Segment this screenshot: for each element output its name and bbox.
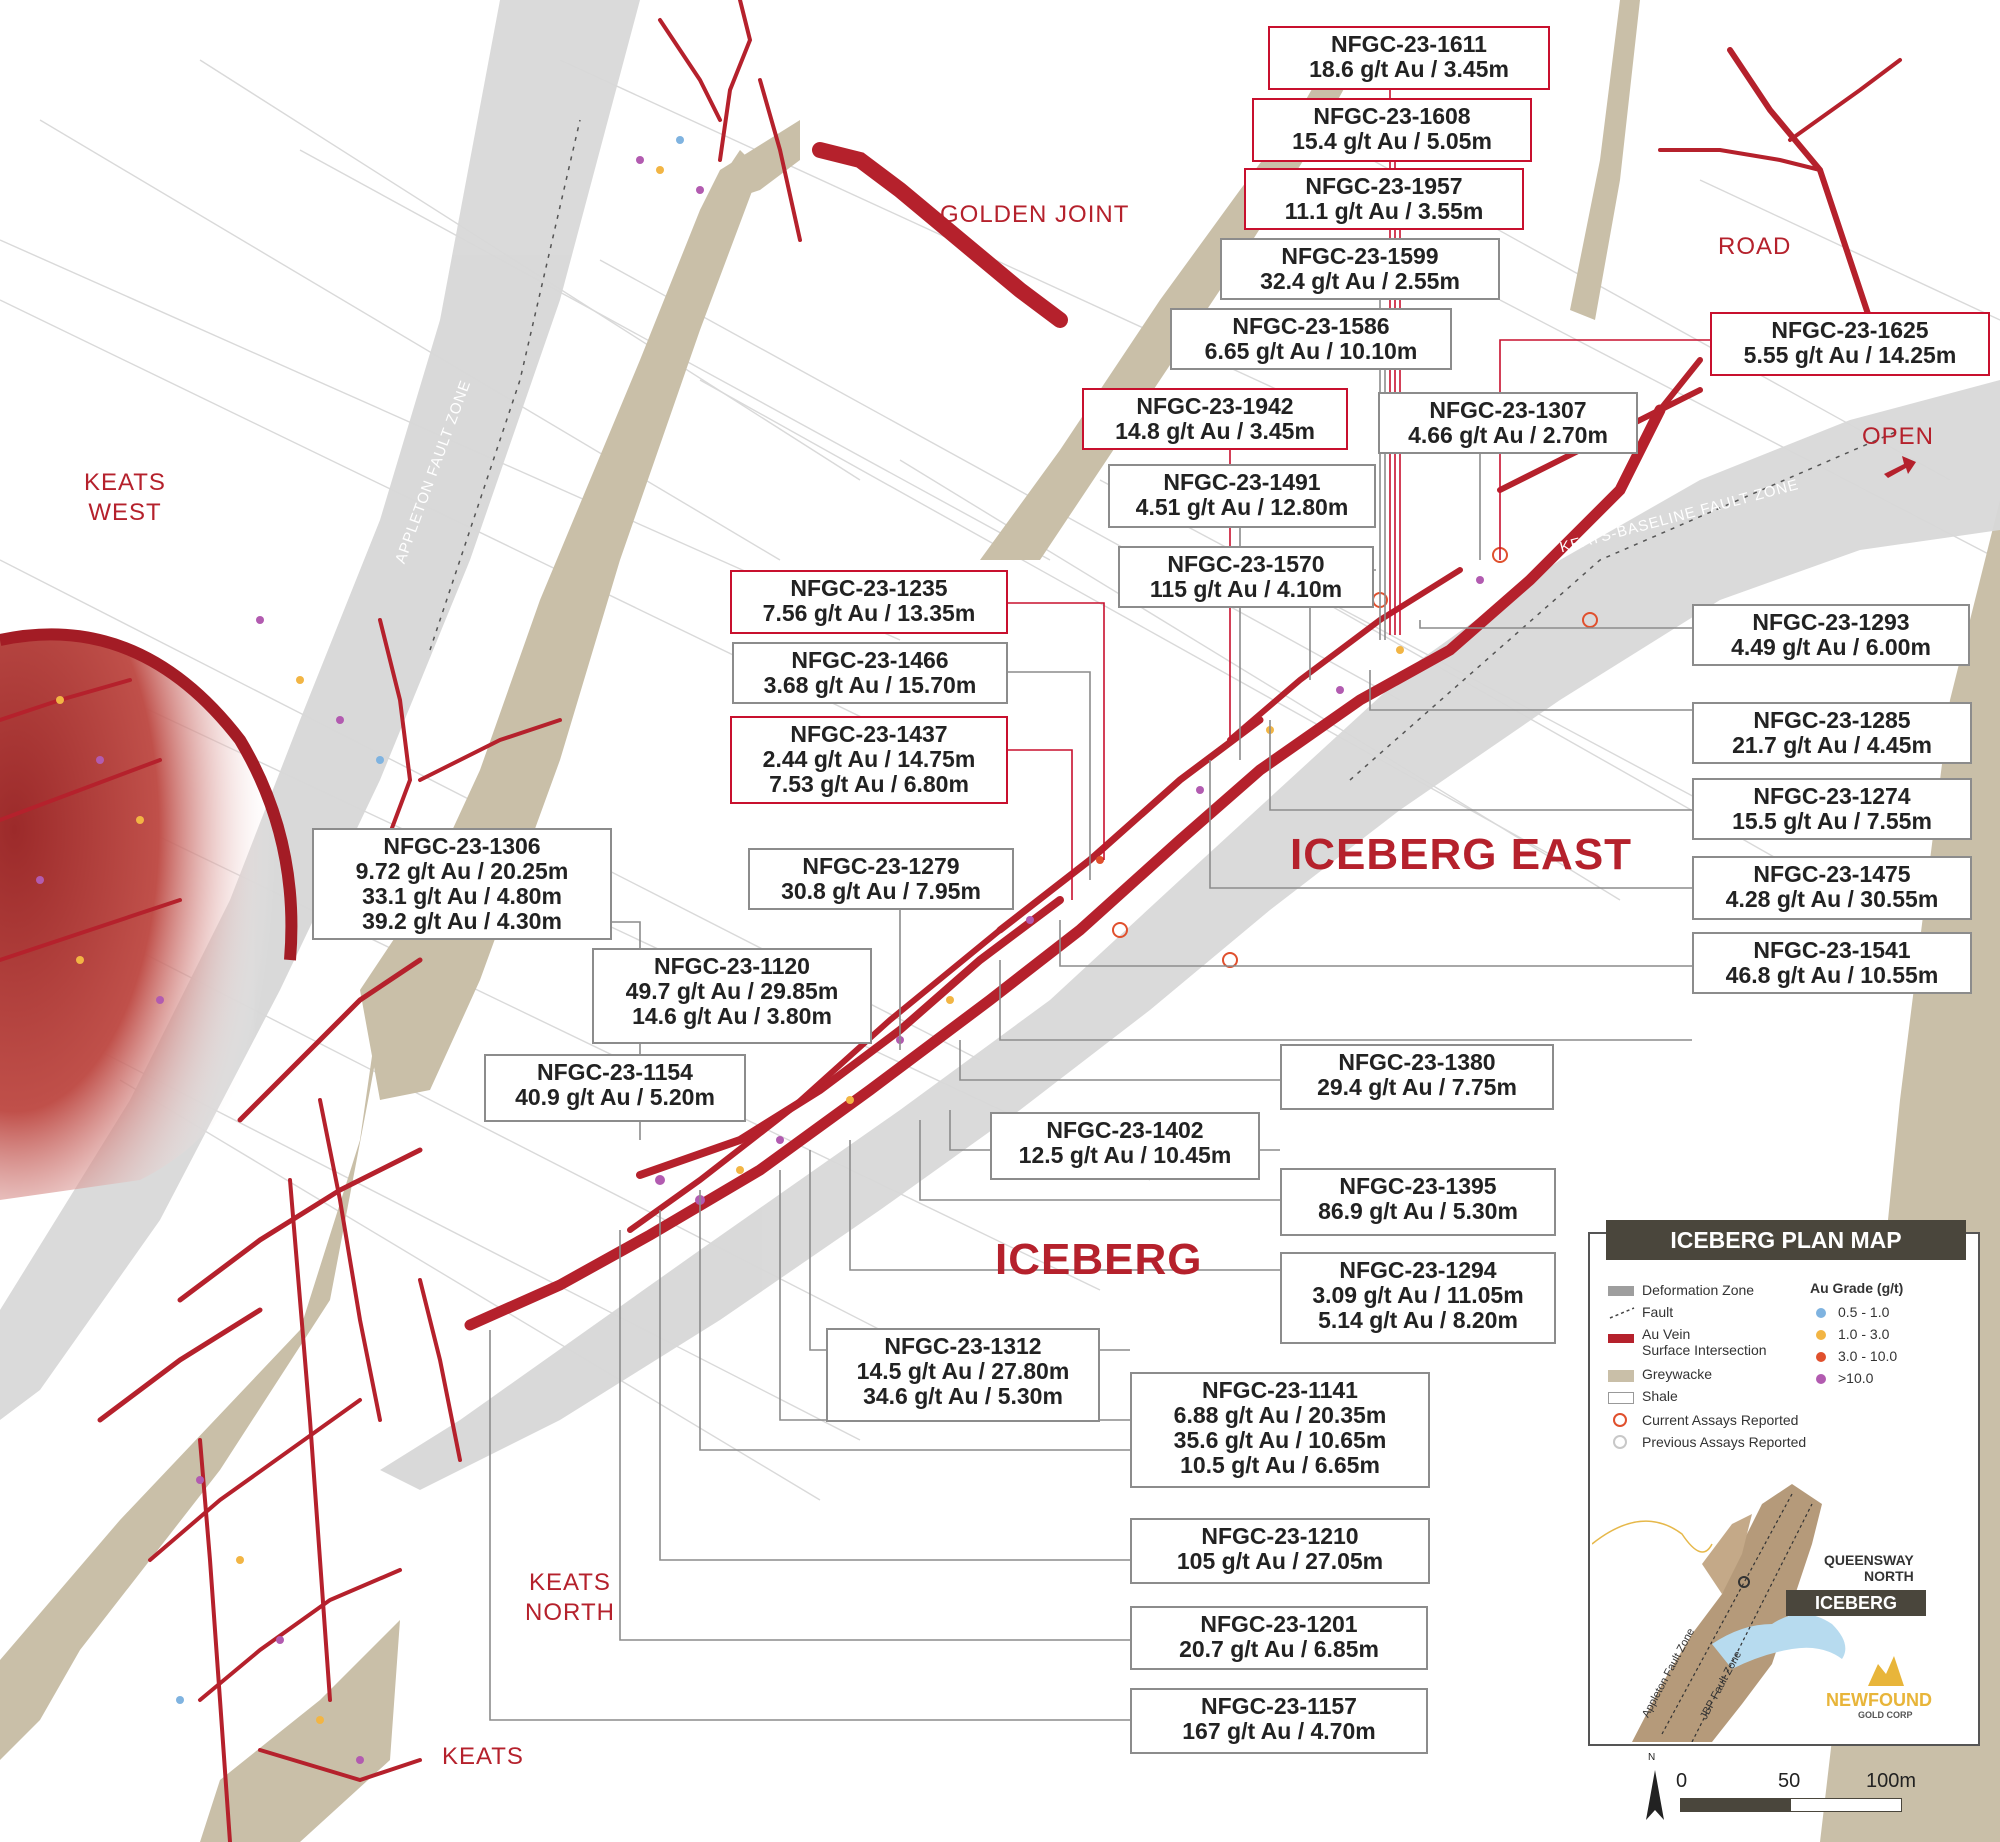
current-assay-icon: [1613, 1413, 1627, 1427]
legend-shale: Shale: [1642, 1388, 1678, 1404]
north-arrow-icon: [1646, 1770, 1664, 1820]
legend-deformation-zone: Deformation Zone: [1642, 1282, 1755, 1298]
legend-panel: ICEBERG PLAN MAP Deformation Zone Fault …: [1588, 1220, 1980, 1746]
legend-previous-assays: Previous Assays Reported: [1642, 1434, 1807, 1450]
iceberg-east-title: ICEBERG EAST: [1290, 830, 1633, 879]
road-label: ROAD: [1718, 233, 1792, 260]
au-grade-row: 0.5 - 1.0: [1816, 1304, 1889, 1320]
open-label: OPEN: [1862, 423, 1935, 450]
au-grade-row: >10.0: [1816, 1370, 1873, 1386]
golden-joint-label: GOLDEN JOINT: [940, 201, 1130, 228]
grade-dot-icon: [1816, 1374, 1826, 1385]
legend-fault: Fault: [1642, 1304, 1674, 1320]
grade-dot-icon: [1816, 1352, 1826, 1363]
open-arrow-icon: [1884, 456, 1916, 478]
legend-title: ICEBERG PLAN MAP: [1606, 1220, 1966, 1260]
keats-west-zone: [0, 630, 292, 1200]
keats-label: KEATS: [442, 1743, 524, 1770]
scale-tick-100: 100m: [1866, 1770, 1917, 1792]
fault-lines: [429, 119, 1901, 781]
scale-segment-light: [1790, 1798, 1902, 1812]
iceberg-title: ICEBERG: [995, 1235, 1203, 1284]
greywacke-swatch: [1608, 1370, 1634, 1382]
keats-north-label: KEATS NORTH: [525, 1569, 615, 1626]
legend-au-vein-1: Au Vein: [1642, 1326, 1691, 1342]
keats-west-label: KEATS WEST: [84, 469, 166, 526]
au-grade-row: 3.0 - 10.0: [1816, 1348, 1897, 1364]
grade-dot-icon: [1816, 1308, 1826, 1319]
scale-bar: N 0 50 100m: [1640, 1752, 1980, 1840]
newfound-logo-icon: [1868, 1656, 1904, 1686]
scale-segment-dark: [1680, 1798, 1792, 1812]
keats-west-rim: [0, 628, 298, 961]
company-subname: GOLD CORP: [1858, 1710, 1913, 1720]
au-vein-swatch: [1608, 1334, 1634, 1343]
company-name: NEWFOUND: [1826, 1690, 1932, 1710]
au-veins: [0, 0, 1902, 1842]
scale-tick-50: 50: [1778, 1770, 1801, 1792]
deformation-zone-swatch: [1608, 1286, 1634, 1296]
fault-swatch: [1609, 1307, 1635, 1319]
au-grade-title: Au Grade (g/t): [1810, 1280, 1904, 1296]
inset-location-map: [1592, 1484, 1846, 1742]
north-label: N: [1648, 1752, 1656, 1763]
shale-swatch: [1608, 1392, 1634, 1404]
inset-queensway-north: QUEENSWAY NORTH: [1824, 1552, 1914, 1584]
legend-current-assays: Current Assays Reported: [1642, 1412, 1799, 1428]
legend-au-vein-2: Surface Intersection: [1642, 1342, 1767, 1358]
au-grade-row: 1.0 - 3.0: [1816, 1326, 1889, 1342]
legend-greywacke: Greywacke: [1642, 1366, 1713, 1382]
scale-tick-0: 0: [1676, 1770, 1688, 1792]
inset-iceberg-tag: ICEBERG: [1786, 1590, 1926, 1616]
previous-assay-icon: [1613, 1435, 1627, 1449]
grade-dot-icon: [1816, 1330, 1826, 1341]
